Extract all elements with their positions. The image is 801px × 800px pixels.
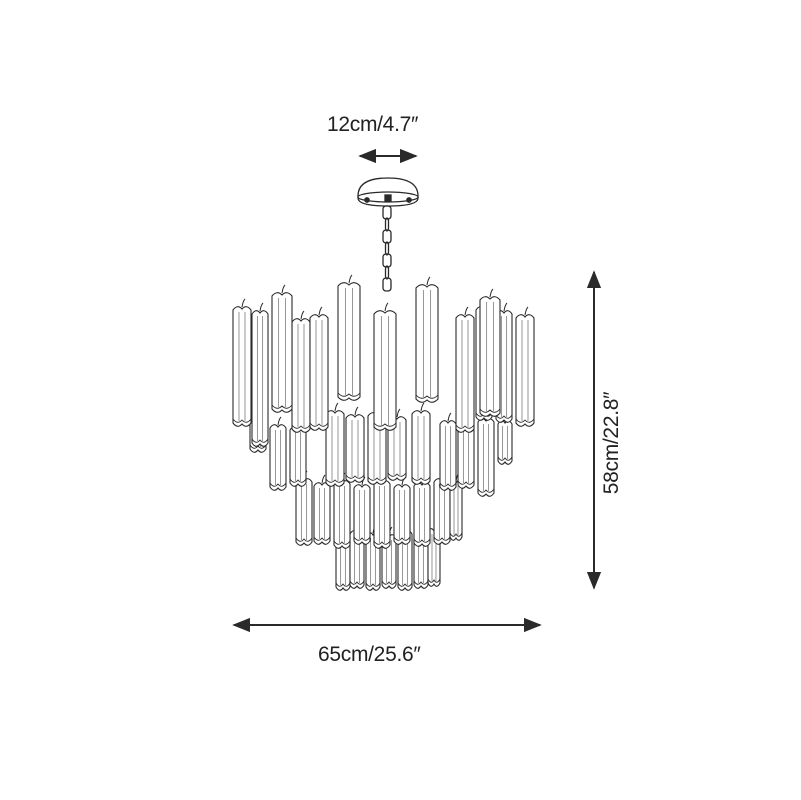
glass-tube xyxy=(373,302,397,431)
glass-tube xyxy=(439,412,457,491)
chain-link xyxy=(382,229,392,244)
glass-tube xyxy=(411,402,431,485)
chain-link xyxy=(384,241,390,256)
chain-link xyxy=(382,253,392,268)
glass-tube xyxy=(479,288,501,417)
glass-tube xyxy=(449,472,463,541)
glass-tube xyxy=(353,476,371,545)
glass-tube xyxy=(345,406,365,483)
glass-tube xyxy=(295,470,313,546)
glass-tube xyxy=(251,302,269,447)
ceiling-canopy xyxy=(357,177,419,207)
overall-width-label: 65cm/25.6″ xyxy=(318,643,421,666)
chain-link xyxy=(382,277,392,292)
glass-tube xyxy=(413,474,431,547)
chain-link xyxy=(382,205,392,220)
glass-tube xyxy=(393,476,411,545)
glass-tube xyxy=(337,274,361,401)
glass-tube xyxy=(313,474,331,545)
glass-tube xyxy=(325,402,345,487)
glass-tube xyxy=(291,310,311,433)
glass-tube xyxy=(515,306,535,427)
glass-tube xyxy=(415,276,439,403)
glass-tube xyxy=(477,410,495,497)
canopy-width-label: 12cm/4.7″ xyxy=(327,113,419,136)
glass-tube xyxy=(232,298,252,427)
hanging-chain xyxy=(382,205,392,292)
glass-tube xyxy=(271,284,293,413)
glass-tube xyxy=(455,306,475,433)
crystal-tube-tiers xyxy=(232,274,535,591)
glass-tube xyxy=(309,306,329,431)
chain-link xyxy=(384,265,390,280)
chain-link xyxy=(384,217,390,232)
glass-tube xyxy=(269,416,287,491)
